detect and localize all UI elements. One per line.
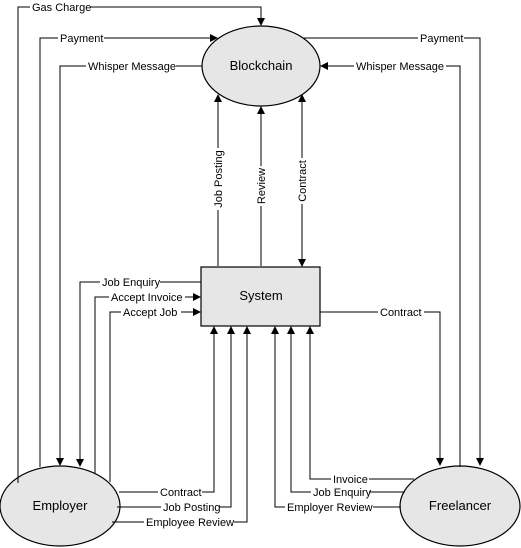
edge-label-contract-employer: Contract bbox=[160, 487, 202, 499]
edge-label-employee-review: Employee Review bbox=[146, 517, 234, 529]
edge-label-contract-freelancer: Contract bbox=[380, 307, 422, 319]
freelancer-node[interactable]: Freelancer bbox=[399, 465, 521, 547]
edge-job-posting-employer: Job Posting bbox=[117, 326, 235, 514]
blockchain-label: Blockchain bbox=[230, 58, 293, 73]
employer-node[interactable]: Employer bbox=[0, 465, 121, 547]
edge-accept-invoice: Accept Invoice bbox=[94, 291, 201, 473]
edge-label-job-enquiry-employer: Job Enquiry bbox=[102, 277, 161, 289]
edge-payment-employer: Payment bbox=[39, 32, 218, 467]
edge-employer-review: Employer Review bbox=[271, 326, 401, 514]
edge-contract-freelancer: Contract bbox=[320, 306, 444, 466]
edge-contract-employer: Contract bbox=[119, 326, 218, 499]
edge-label-accept-invoice: Accept Invoice bbox=[111, 292, 183, 304]
edge-label-review-up: Review bbox=[256, 168, 268, 204]
edge-label-payment-freelancer: Payment bbox=[420, 33, 463, 45]
edge-label-accept-job: Accept Job bbox=[123, 307, 177, 319]
edge-label-job-posting-employer: Job Posting bbox=[163, 502, 220, 514]
edge-label-payment-employer: Payment bbox=[60, 33, 103, 45]
edge-label-contract-bc: Contract bbox=[297, 160, 309, 202]
edge-review-up: Review bbox=[255, 106, 268, 266]
edge-whisper-freelancer: Whisper Message bbox=[320, 60, 461, 467]
edge-whisper-employer: Whisper Message bbox=[56, 60, 202, 466]
edge-job-enquiry-employer: Job Enquiry bbox=[76, 276, 201, 467]
edge-job-posting-up: Job Posting bbox=[212, 94, 225, 266]
system-label: System bbox=[239, 288, 282, 303]
edge-invoice-freelancer: Invoice bbox=[306, 326, 414, 486]
edge-gas-charge: Gas Charge bbox=[17, 1, 265, 483]
edge-accept-job: Accept Job bbox=[109, 306, 201, 482]
system-node[interactable]: System bbox=[200, 266, 321, 327]
edge-label-job-enquiry-freelancer: Job Enquiry bbox=[313, 487, 372, 499]
edge-contract-bc: Contract bbox=[296, 94, 309, 267]
blockchain-node[interactable]: Blockchain bbox=[201, 25, 321, 107]
edge-label-job-posting-up: Job Posting bbox=[213, 150, 225, 207]
edge-label-gas-charge: Gas Charge bbox=[32, 2, 91, 14]
edge-job-enquiry-freelancer: Job Enquiry bbox=[287, 326, 405, 499]
edge-label-whisper-freelancer: Whisper Message bbox=[356, 61, 444, 73]
edge-payment-freelancer: Payment bbox=[304, 32, 484, 466]
edge-label-employer-review: Employer Review bbox=[287, 502, 373, 514]
edge-employee-review: Employee Review bbox=[112, 326, 251, 529]
employer-label: Employer bbox=[33, 498, 89, 513]
freelancer-label: Freelancer bbox=[429, 498, 492, 513]
edge-label-whisper-employer: Whisper Message bbox=[88, 61, 176, 73]
edge-label-invoice-freelancer: Invoice bbox=[333, 474, 368, 486]
